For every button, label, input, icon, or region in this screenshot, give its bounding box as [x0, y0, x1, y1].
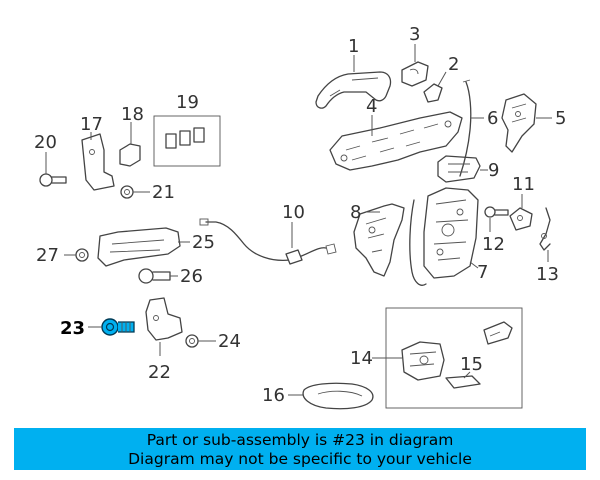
part-23-bolt-highlighted[interactable] — [101, 318, 135, 336]
part-22-bracket[interactable] — [145, 297, 183, 341]
parts-diagram: 1 3 2 4 6 5 9 — [34, 24, 566, 410]
part-2-bracket[interactable] — [423, 83, 443, 103]
part-17-hinge-bracket[interactable] — [81, 133, 115, 191]
callout-3: 3 — [409, 24, 420, 45]
banner-line-2: Diagram may not be specific to your vehi… — [128, 450, 472, 468]
part-12-bolt[interactable] — [484, 206, 509, 218]
part-21-nut[interactable] — [120, 185, 134, 199]
part-19-clip-set[interactable] — [153, 115, 221, 167]
callout-26: 26 — [180, 266, 203, 287]
callout-11: 11 — [512, 174, 535, 195]
part-18-bracket[interactable] — [119, 143, 141, 167]
callout-24: 24 — [218, 331, 241, 352]
callout-17: 17 — [80, 114, 103, 135]
part-27-nut[interactable] — [75, 248, 89, 262]
part-14-latch-kit-box[interactable] — [385, 307, 523, 409]
callout-19: 19 — [176, 92, 199, 113]
part-13-link[interactable] — [539, 207, 551, 251]
callout-14: 14 — [350, 348, 373, 369]
part-6-rod[interactable] — [459, 79, 472, 177]
banner-line-1: Part or sub-assembly is #23 in diagram — [146, 431, 454, 449]
callout-2: 2 — [448, 54, 459, 75]
part-1-outside-handle[interactable] — [315, 71, 392, 109]
callout-13: 13 — [536, 264, 559, 285]
part-5-bracket[interactable] — [501, 93, 537, 153]
callout-1: 1 — [348, 36, 359, 57]
part-4-reinforcement[interactable] — [329, 111, 463, 171]
info-banner: Part or sub-assembly is #23 in diagram D… — [14, 428, 586, 470]
callout-25: 25 — [192, 232, 215, 253]
callout-22: 22 — [148, 362, 171, 383]
callout-23: 23 — [60, 318, 85, 339]
callout-20: 20 — [34, 132, 57, 153]
part-16-escutcheon[interactable] — [302, 382, 374, 410]
callout-9: 9 — [488, 160, 499, 181]
part-9-clip[interactable] — [437, 155, 481, 183]
callout-15: 15 — [460, 354, 483, 375]
callout-5: 5 — [555, 108, 566, 129]
callout-16: 16 — [262, 385, 285, 406]
callout-18: 18 — [121, 104, 144, 125]
part-26-bolt[interactable] — [138, 268, 171, 284]
part-11-bracket[interactable] — [509, 207, 533, 231]
part-25-hinge[interactable] — [97, 227, 181, 267]
callout-6: 6 — [487, 108, 498, 129]
part-8-latch-bracket[interactable] — [353, 203, 405, 277]
callout-8: 8 — [350, 202, 361, 223]
part-3-handle-cap[interactable] — [401, 61, 429, 87]
callout-21: 21 — [152, 182, 175, 203]
part-24-nut[interactable] — [185, 334, 199, 348]
part-7-door-latch[interactable] — [409, 187, 479, 286]
part-20-bolt[interactable] — [39, 173, 67, 187]
callout-10: 10 — [282, 202, 305, 223]
callout-27: 27 — [36, 245, 59, 266]
part-10-cable[interactable] — [199, 218, 337, 265]
part-15-pad[interactable] — [445, 375, 481, 389]
callout-12: 12 — [482, 234, 505, 255]
callout-4: 4 — [366, 96, 377, 117]
callout-7: 7 — [477, 262, 488, 283]
